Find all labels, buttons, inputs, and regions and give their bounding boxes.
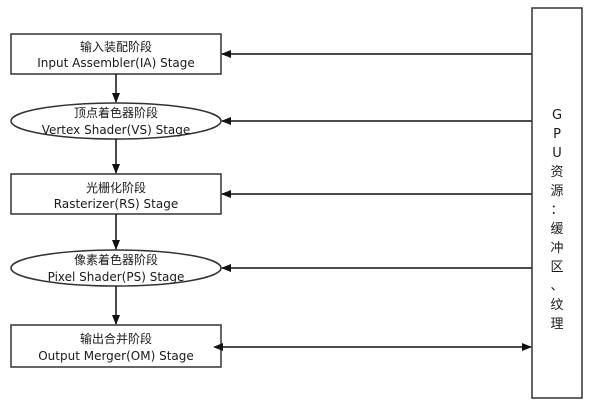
panel-label-char: 纹: [550, 298, 563, 313]
stage-pixel-shader: 像素着色器阶段 Pixel Shader(PS) Stage: [10, 249, 222, 287]
stage-output-merger: 输出合并阶段 Output Merger(OM) Stage: [10, 324, 222, 368]
panel-label-char: U: [552, 146, 562, 161]
panel-label-char: ：: [550, 203, 563, 218]
panel-label-char: 区: [550, 260, 563, 275]
panel-label-char: P: [553, 127, 561, 142]
panel-label-char: G: [552, 108, 562, 123]
stage-cn-label: 顶点着色器阶段: [74, 105, 158, 120]
stage-input-assembler: 输入装配阶段 Input Assembler(IA) Stage: [10, 33, 222, 75]
stage-cn-label: 光栅化阶段: [86, 180, 146, 195]
stage-cn-label: 输入装配阶段: [80, 39, 152, 54]
stage-en-label: Rasterizer(RS) Stage: [54, 197, 178, 211]
stage-en-label: Input Assembler(IA) Stage: [37, 56, 195, 70]
stage-en-label: Output Merger(OM) Stage: [38, 349, 194, 363]
resource-arrows: [213, 50, 532, 351]
panel-label-char: 源: [550, 184, 563, 199]
panel-label-char: 冲: [550, 241, 563, 256]
stage-cn-label: 输出合并阶段: [80, 331, 152, 346]
stage-vertex-shader: 顶点着色器阶段 Vertex Shader(VS) Stage: [10, 102, 222, 140]
stage-en-label: Vertex Shader(VS) Stage: [42, 123, 191, 137]
stage-en-label: Pixel Shader(PS) Stage: [48, 270, 185, 284]
panel-label-char: 资: [550, 165, 563, 180]
stage-cn-label: 像素着色器阶段: [74, 252, 158, 267]
panel-label-char: 缓: [550, 222, 563, 237]
panel-label-char: 、: [550, 279, 563, 294]
panel-label-char: 理: [550, 317, 563, 332]
stage-rasterizer: 光栅化阶段 Rasterizer(RS) Stage: [10, 173, 222, 215]
gpu-resource-panel: G P U 资 源 ： 缓 冲 区 、 纹 理: [531, 7, 583, 399]
